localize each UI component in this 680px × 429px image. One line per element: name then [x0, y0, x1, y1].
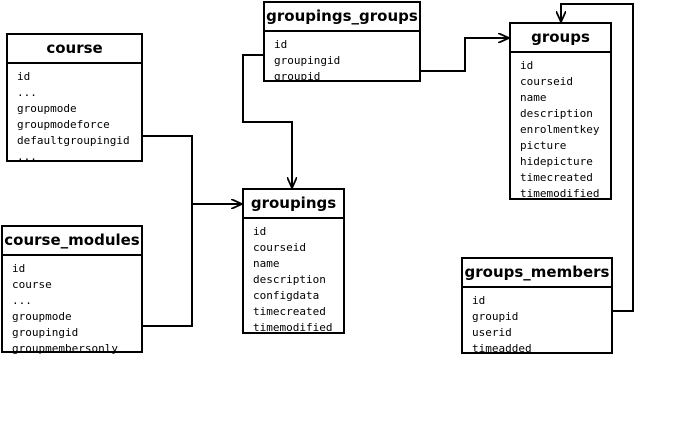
field-item: userid [472, 326, 512, 339]
field-item: description [520, 107, 593, 120]
field-item: groupingid [12, 326, 79, 339]
field-item: timeadded [472, 342, 532, 355]
field-list: id groupid userid timeadded [463, 288, 611, 357]
connector-groupings-groups-to-groupings [242, 54, 292, 188]
field-item: name [520, 91, 547, 104]
table-course: course id ... groupmode groupmodeforce d… [6, 33, 143, 165]
table-course-modules: course_modules id course ... groupmode g… [1, 225, 143, 355]
field-item: groupid [274, 70, 321, 83]
field-item: hidepicture [520, 155, 593, 168]
table-title: groups_members [463, 259, 611, 288]
connector-course-to-groupings [142, 135, 193, 204]
field-item: description [253, 273, 326, 286]
table-title: groups [511, 24, 610, 53]
field-item: groupmode [17, 102, 77, 115]
field-list: id course ... groupmode groupingid group… [3, 256, 141, 357]
field-item: course [12, 278, 52, 291]
field-item: enrolmentkey [520, 123, 600, 136]
field-item: id [472, 294, 486, 307]
field-item: ... [12, 294, 32, 307]
connector-groups-members-to-groups [561, 3, 634, 312]
connector-groupings-groups-to-groups [420, 38, 509, 72]
field-item: id [12, 262, 26, 275]
field-item: groupingid [274, 54, 341, 67]
field-item: id [274, 38, 288, 51]
field-list: id groupingid groupid [265, 32, 419, 85]
field-item: ... [17, 150, 37, 163]
field-item: ... [17, 86, 37, 99]
table-groups: groups id courseid name description enro… [509, 22, 612, 200]
table-title: groupings [244, 190, 343, 219]
field-item: timemodified [253, 321, 333, 334]
field-item: picture [520, 139, 567, 152]
field-item: timecreated [253, 305, 326, 318]
field-item: id [520, 59, 534, 72]
field-item: id [253, 225, 267, 238]
field-list: id courseid name description configdata … [244, 219, 343, 336]
field-item: groupmode [12, 310, 72, 323]
field-item: groupid [472, 310, 519, 323]
table-title: course_modules [3, 227, 141, 256]
field-item: configdata [253, 289, 320, 302]
field-item: groupmodeforce [17, 118, 110, 131]
table-title: groupings_groups [265, 3, 419, 32]
field-item: courseid [520, 75, 573, 88]
connector-course-modules-to-groupings [142, 204, 193, 327]
table-groups-members: groups_members id groupid userid timeadd… [461, 257, 613, 357]
field-item: courseid [253, 241, 306, 254]
field-item: defaultgroupingid [17, 134, 130, 147]
table-title: course [8, 35, 141, 64]
field-item: id [17, 70, 31, 83]
field-list: id ... groupmode groupmodeforce defaultg… [8, 64, 141, 165]
field-item: name [253, 257, 280, 270]
field-item: timemodified [520, 187, 600, 200]
field-item: timecreated [520, 171, 593, 184]
field-item: groupmembersonly [12, 342, 118, 355]
table-groupings: groupings id courseid name description c… [242, 188, 345, 334]
table-groupings-groups: groupings_groups id groupingid groupid [263, 1, 421, 85]
field-list: id courseid name description enrolmentke… [511, 53, 610, 202]
